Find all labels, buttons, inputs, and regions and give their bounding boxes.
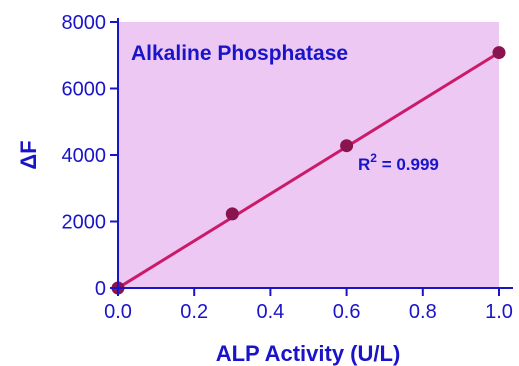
data-point [340,139,354,153]
r-squared-annotation: R2 = 0.999 [358,151,439,174]
y-axis-label: ΔF [16,140,41,169]
chart-title: Alkaline Phosphatase [131,42,348,65]
fit-line [117,51,500,290]
y-tick-label: 4000 [62,145,107,167]
x-tick-label: 0.0 [104,301,132,323]
y-tick-label: 8000 [62,12,107,34]
data-point [225,207,239,221]
x-tick-label: 0.8 [409,301,437,323]
y-tick-label: 2000 [62,212,107,234]
data-point [492,46,506,60]
y-tick-label: 0 [95,278,106,300]
y-tick-label: 6000 [62,79,107,101]
x-axis-label: ALP Activity (U/L) [216,341,401,366]
x-tick-label: 0.6 [333,301,361,323]
x-tick-label: 0.4 [256,301,284,323]
x-tick-label: 1.0 [485,301,513,323]
x-tick-label: 0.2 [180,301,208,323]
plot-area [118,22,499,288]
